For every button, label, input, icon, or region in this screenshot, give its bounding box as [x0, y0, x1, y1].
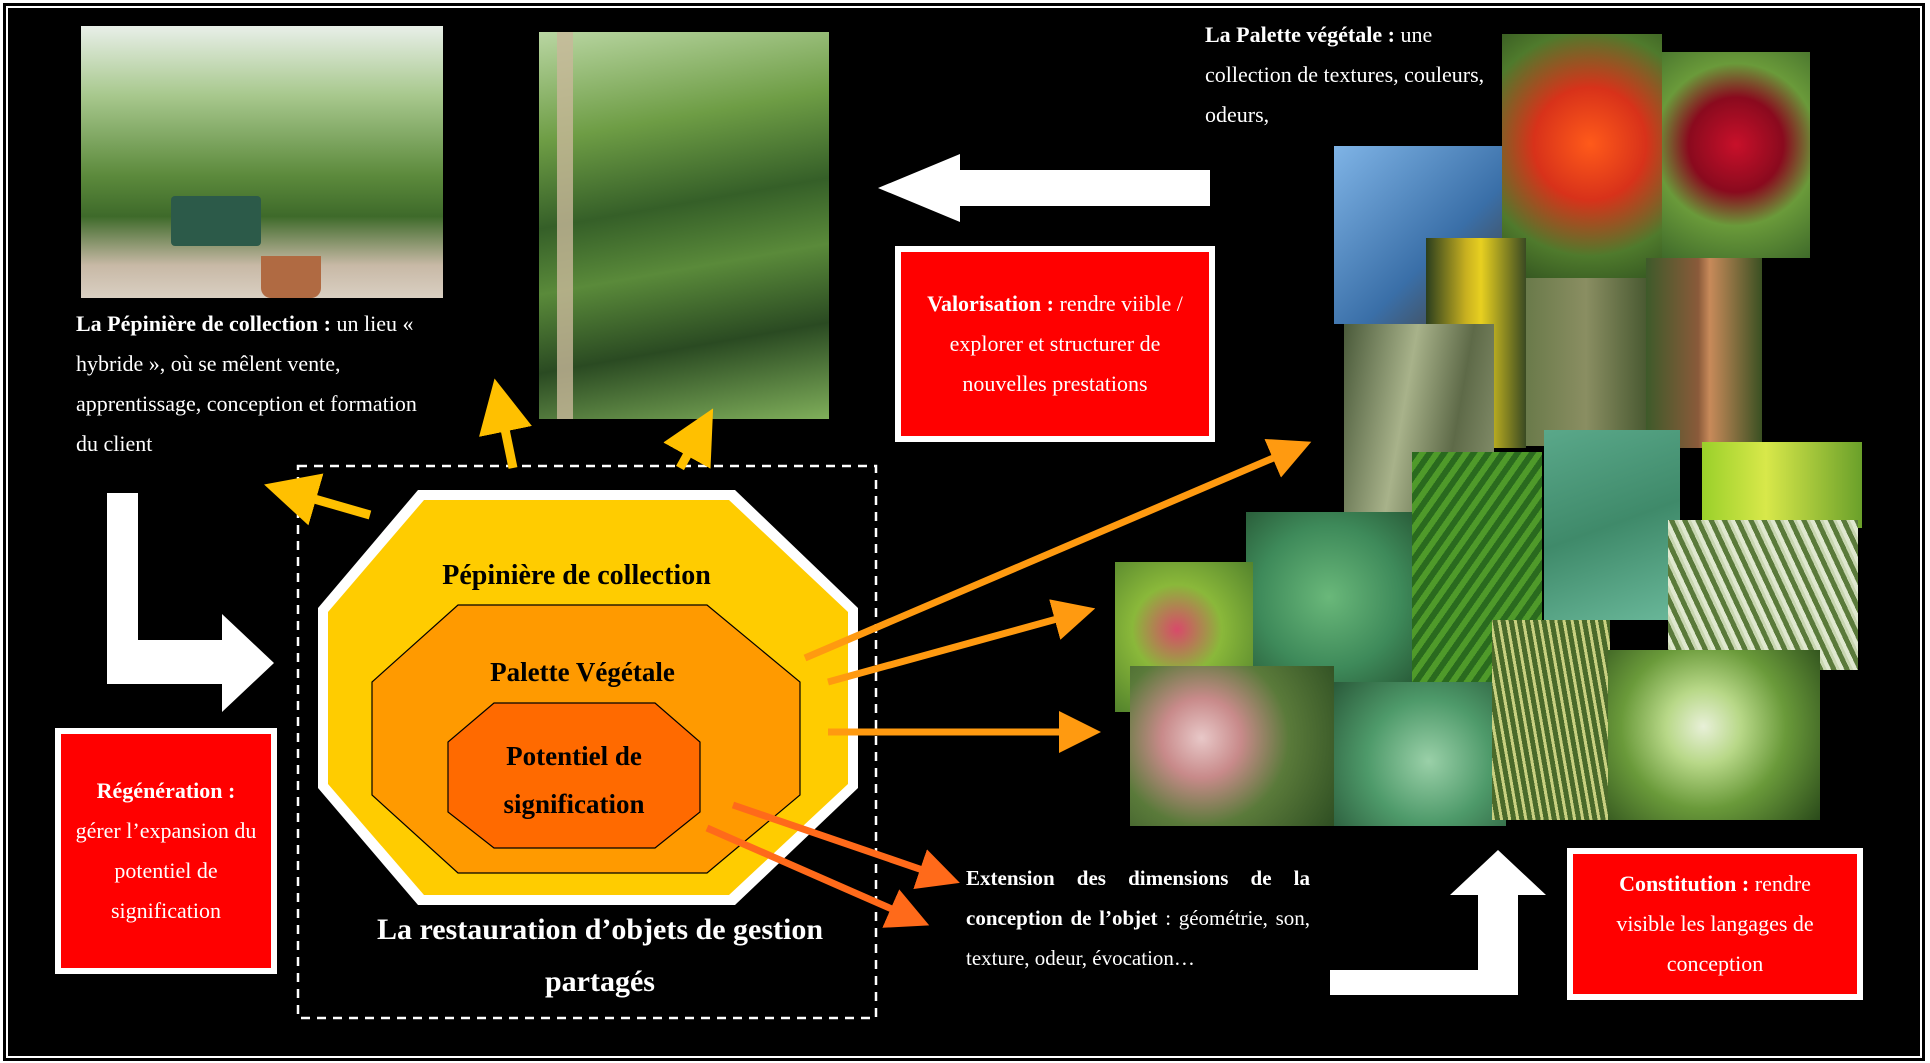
constitution-title: Constitution :: [1619, 871, 1750, 896]
plant-photo-red-tulip: [1662, 52, 1810, 258]
regeneration-title: Régénération :: [96, 778, 236, 803]
plant-photo-mint: [1246, 512, 1412, 682]
plant-photo-pink-flowers: [1130, 666, 1334, 826]
plant-photo-red-lily: [1502, 34, 1662, 278]
pepiniere-description: La Pépinière de collection : un lieu « h…: [76, 304, 426, 464]
plant-photo-striped-grass: [1668, 520, 1858, 670]
plant-photo-bark: [1526, 278, 1646, 446]
nursery-photo: [539, 32, 829, 419]
valorisation-body: rendre viible / explorer et structurer d…: [949, 291, 1183, 396]
l-shaped-arrow: [107, 493, 274, 712]
pepiniere-title: La Pépinière de collection :: [76, 311, 331, 336]
constitution-body: rendre visible les langages de conceptio…: [1616, 871, 1814, 976]
plant-photo-needles: [1492, 620, 1610, 820]
restauration-label: La restauration d’objets de gestion part…: [376, 913, 824, 998]
octagon-inner-label: Potentiel de signification: [503, 741, 645, 819]
valorisation-box: Valorisation : rendre viible / explorer …: [895, 246, 1215, 442]
garden-photo: [81, 26, 443, 298]
palette-title: La Palette végétale :: [1205, 22, 1395, 47]
garden-table: [171, 196, 261, 246]
plant-photo-frilly-leaf: [1608, 650, 1820, 820]
left-arrow: [878, 154, 1210, 222]
plant-photo-trunk: [1646, 258, 1762, 448]
regeneration-box: Régénération : gérer l’expansion du pote…: [55, 728, 277, 974]
plant-photo-succulent: [1334, 682, 1506, 826]
tree-trunk: [557, 32, 573, 419]
palette-description: La Palette végétale : une collection de …: [1205, 15, 1495, 135]
octagon-inner: [447, 702, 701, 849]
up-corner-arrow: [1330, 850, 1546, 995]
constitution-box: Constitution : rendre visible les langag…: [1567, 848, 1863, 1000]
extension-title: Extension des dimensions de la conceptio…: [966, 866, 1310, 930]
plant-photo-yellow-leaves: [1702, 442, 1862, 528]
regeneration-body: gérer l’expansion du potentiel de signif…: [75, 818, 257, 923]
palette-body: une collection de textures, couleurs, od…: [1205, 22, 1485, 127]
pepiniere-body: un lieu « hybride », où se mêlent vente,…: [76, 311, 417, 456]
octagon-outer-label: Pépinière de collection: [442, 560, 711, 591]
extension-description: Extension des dimensions de la conceptio…: [966, 858, 1310, 978]
restauration-dashed-border: [296, 464, 878, 1020]
extension-body: : géométrie, son, texture, odeur, évocat…: [966, 906, 1311, 970]
valorisation-title: Valorisation :: [927, 291, 1054, 316]
flower-pot: [261, 256, 321, 298]
octagon-middle-label: Palette Végétale: [490, 657, 675, 687]
plant-photo-hosta: [1544, 430, 1680, 620]
